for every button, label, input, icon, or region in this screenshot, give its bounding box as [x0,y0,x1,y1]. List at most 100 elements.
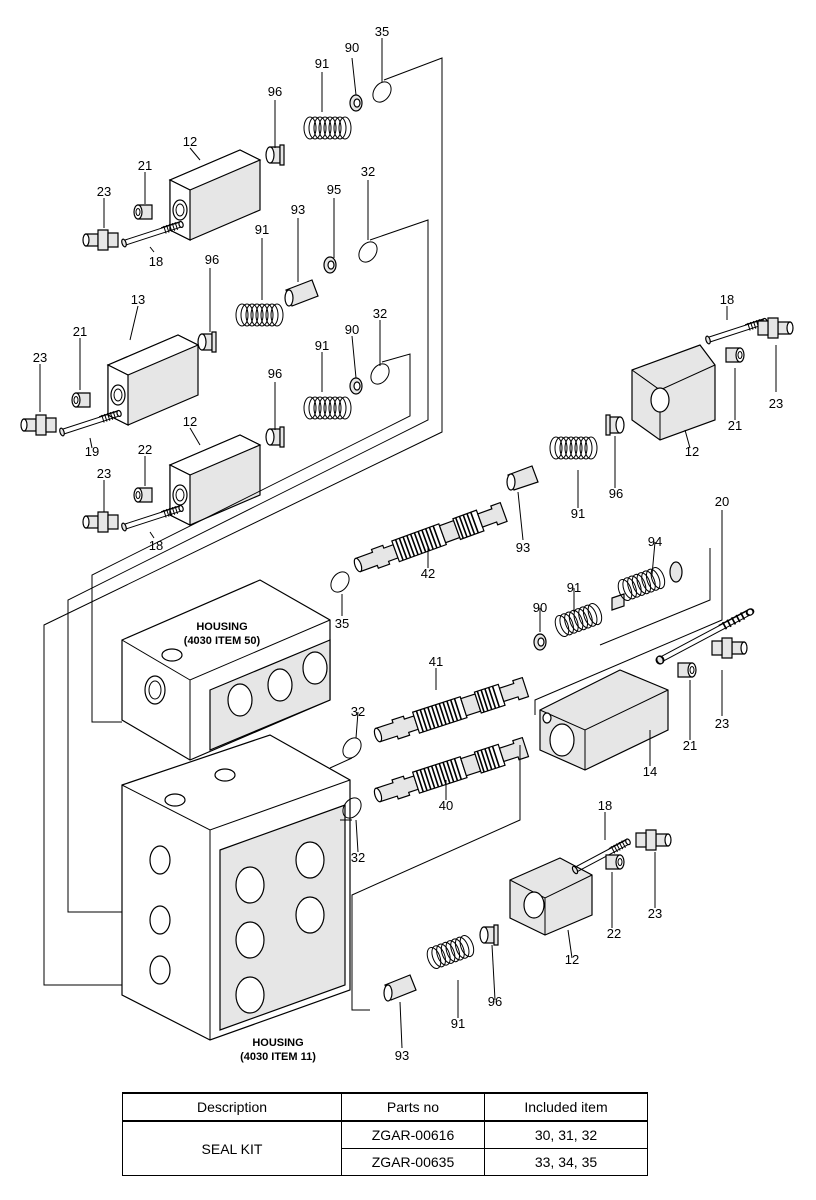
plug-21-mid [71,392,91,408]
callout-96-top: 96 [268,84,282,99]
callout-21-right: 21 [728,418,742,433]
callout-18-low: 18 [149,538,163,553]
callout-41: 41 [429,654,443,669]
cap-96-mid [197,331,217,353]
spring-91-low [303,396,352,420]
table-row: SEAL KIT ZGAR-00616 30, 31, 32 [122,1120,648,1176]
cell-parts-no: ZGAR-00635 [341,1148,485,1176]
washer-90-top [349,94,363,112]
cell-included-item: 30, 31, 32 [484,1120,648,1149]
plug-22-low [133,487,153,503]
callout-93-right: 93 [516,540,530,555]
upper-housing [121,579,331,761]
oring-35-top [368,77,396,107]
spring-91-mid [235,303,284,327]
fitting-23-r3 [711,637,748,659]
callout-35-r2: 35 [335,616,349,631]
callout-21-top: 21 [138,158,152,173]
callout-23-right: 23 [769,396,783,411]
sleeve-93-bottom [383,974,417,1002]
fitting-23-right [757,317,794,339]
callout-90-top: 90 [345,40,359,55]
callout-12-bottom: 12 [565,952,579,967]
upper-housing-ref: (4030 ITEM 50) [184,635,261,647]
callout-12-top: 12 [183,134,197,149]
header-description: Description [122,1092,342,1122]
cover-13-mid [107,334,199,426]
bolt-19-mid [58,408,123,438]
callout-23-top: 23 [97,184,111,199]
spool-40 [370,735,530,808]
table-header-row: Description Parts no Included item [122,1092,648,1122]
callout-12-low: 12 [183,414,197,429]
oring-32-a [338,733,366,763]
oring-32-mid [354,237,382,267]
lower-housing-title: HOUSING [252,1037,303,1049]
callout-94: 94 [648,534,662,549]
callout-23-bottom: 23 [648,906,662,921]
callout-91-mid: 91 [255,222,269,237]
cap-96-right [605,414,625,436]
spring-94 [611,561,683,611]
callout-32-mid: 32 [361,164,375,179]
callout-23-low: 23 [97,466,111,481]
callout-stubs [39,38,777,1049]
callout-20: 20 [715,494,729,509]
cover-12-low [169,434,261,526]
plug-21-top [133,204,153,220]
callout-22-low: 22 [138,442,152,457]
upper-housing-title: HOUSING [196,621,247,633]
spring-91-r2 [552,601,605,639]
cover-12-bottom [509,857,593,936]
leader-lines-upper [43,57,443,986]
callout-93-bottom: 93 [395,1048,409,1063]
callout-91-low: 91 [315,338,329,353]
callout-14: 14 [643,764,657,779]
callout-93-mid: 93 [291,202,305,217]
callout-19-mid: 19 [85,444,99,459]
callout-21-mid: 21 [73,324,87,339]
callout-23-mid: 23 [33,350,47,365]
callout-18-bottom: 18 [598,798,612,813]
callout-23-r3: 23 [715,716,729,731]
callout-13-mid: 13 [131,292,145,307]
leader-lines-right [329,510,723,1011]
callout-90-low: 90 [345,322,359,337]
callout-91-r2: 91 [567,580,581,595]
cell-included-item: 33, 34, 35 [484,1148,648,1176]
callout-32-low: 32 [373,306,387,321]
callout-40: 40 [439,798,453,813]
callout-12-right: 12 [685,444,699,459]
exploded-parts-diagram: 35 90 91 96 12 21 23 18 32 95 93 91 96 1… [20,24,794,1063]
cap-96-bottom [479,924,499,946]
callout-35-top: 35 [375,24,389,39]
sleeve-93-right [506,465,539,491]
callout-90-r2: 90 [533,600,547,615]
callout-96-right: 96 [609,486,623,501]
cell-description: SEAL KIT [122,1120,342,1176]
washer-95-mid [323,256,337,274]
table-row: ZGAR-00635 33, 34, 35 [123,1148,648,1176]
lower-housing [121,734,351,1041]
callout-91-top: 91 [315,56,329,71]
callout-96-low: 96 [268,366,282,381]
fitting-23-top [82,229,119,251]
cell-parts-no: ZGAR-00616 [341,1120,485,1149]
cover-14 [539,669,669,771]
cover-12-right [631,344,716,441]
lower-housing-ref: (4030 ITEM 11) [240,1051,316,1063]
bolt-18-top [120,219,185,249]
callout-32-b: 32 [351,850,365,865]
header-parts-no: Parts no [341,1092,485,1122]
spring-91-right [549,436,598,460]
callout-22-bottom: 22 [607,926,621,941]
plug-21-r3 [677,662,697,678]
callout-18-top: 18 [149,254,163,269]
header-included-item: Included item [484,1092,648,1122]
callout-96-bottom: 96 [488,994,502,1009]
plug-21-right [725,347,745,363]
callout-21-r3: 21 [683,738,697,753]
washer-90-low [349,377,363,395]
callout-91-right: 91 [571,506,585,521]
fitting-23-bottom [635,829,672,851]
